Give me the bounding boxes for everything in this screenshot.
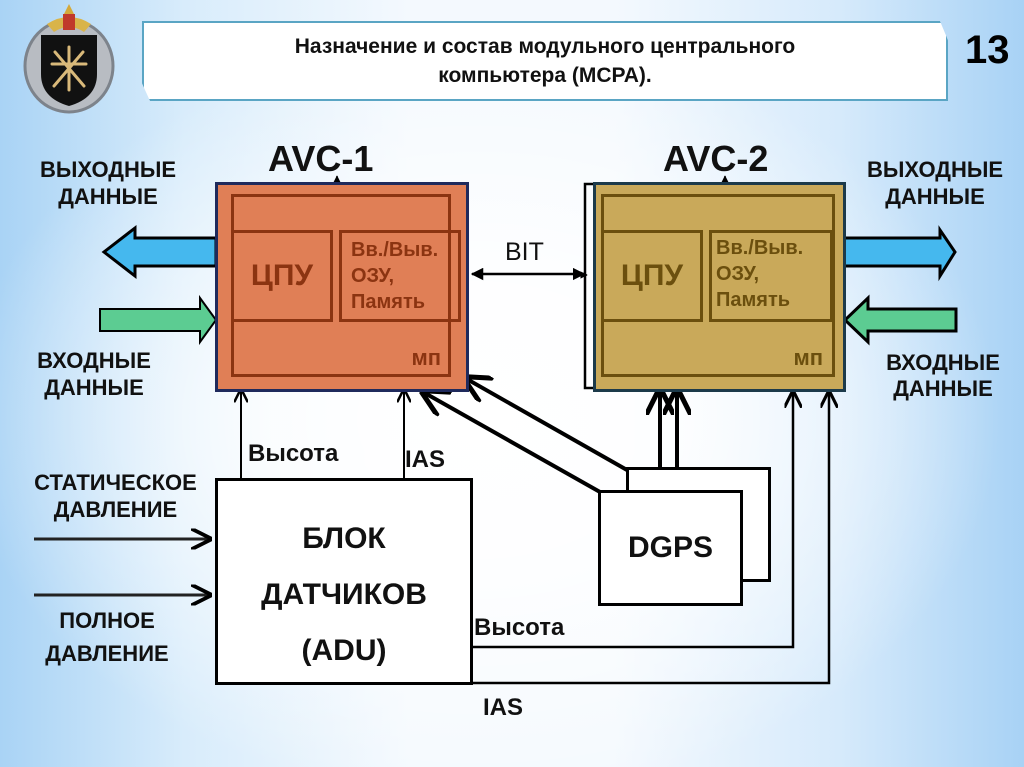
avc2-mp-label: мп — [793, 345, 823, 370]
avc2-io-block: Вв./Выв. ОЗУ, Память — [709, 230, 833, 322]
adu-altitude-to-avc2 — [471, 392, 793, 649]
military-emblem-icon — [14, 2, 124, 114]
slide-number: 13 — [965, 28, 1010, 72]
right-input-arrow — [842, 294, 958, 346]
ias-top-label: IAS — [405, 446, 446, 473]
right-output-line1: ВЫХОДНЫЕ — [866, 157, 1004, 182]
avc2-cpu-label: ЦПУ — [620, 259, 684, 292]
right-input-label: ВХОДНЫЕ ДАННЫЕ — [873, 350, 1013, 402]
left-input-line1: ВХОДНЫЕ — [37, 348, 151, 373]
title-line-1: Назначение и состав модульного центральн… — [294, 35, 796, 58]
dgps-to-avc1-line2 — [423, 392, 601, 494]
altitude-bottom-label: Высота — [474, 614, 565, 641]
avc1-title: AVC-1 — [268, 138, 374, 179]
adu-ias-to-avc2 — [471, 392, 829, 685]
full-pressure-line1: ПОЛНОЕ — [59, 608, 155, 633]
bit-label: BIT — [505, 238, 544, 266]
left-input-line2: ДАННЫЕ — [44, 375, 144, 400]
avc2-module: ЦПУ Вв./Выв. ОЗУ, Память мп — [593, 182, 846, 392]
dgps-label: DGPS — [627, 531, 714, 564]
right-input-line2: ДАННЫЕ — [893, 376, 993, 401]
static-pressure-line1: СТАТИЧЕСКОЕ — [34, 470, 197, 495]
avc1-cpu-label: ЦПУ — [250, 259, 314, 292]
static-pressure-label: СТАТИЧЕСКОЕ ДАВЛЕНИЕ — [18, 469, 213, 523]
slide-title-box: Назначение и состав модульного центральн… — [142, 21, 948, 101]
avc2-frame — [583, 182, 596, 390]
left-input-arrow — [99, 294, 218, 346]
full-pressure-label: ПОЛНОЕ ДАВЛЕНИЕ — [34, 604, 180, 670]
avc1-io-block: Вв./Выв. ОЗУ, Память — [339, 230, 461, 322]
avc1-ram-label: ОЗУ, — [351, 265, 395, 287]
left-output-label: ВЫХОДНЫЕ ДАННЫЕ — [24, 156, 192, 210]
right-output-arrow — [841, 225, 957, 282]
avc1-memory-label: Память — [351, 291, 426, 313]
avc2-memory-label: Память — [716, 289, 791, 311]
altitude-top-label: Высота — [248, 440, 339, 467]
static-pressure-line2: ДАВЛЕНИЕ — [53, 497, 178, 522]
right-input-line1: ВХОДНЫЕ — [886, 350, 1000, 375]
avc1-module: ЦПУ Вв./Выв. ОЗУ, Память мп — [215, 182, 469, 392]
slide-title: Назначение и состав модульного центральн… — [295, 32, 796, 90]
title-line-2: компьютера (МСРА). — [438, 64, 652, 87]
right-output-line2: ДАННЫЕ — [885, 184, 985, 209]
avc1-io-label: Вв./Выв. — [351, 239, 439, 261]
avc1-cpu-block: ЦПУ — [231, 230, 333, 322]
left-output-arrow — [101, 224, 218, 280]
adu-line2: ДАТЧИКОВ — [261, 578, 427, 611]
dgps-to-avc1-line1 — [465, 378, 628, 472]
adu-line3: (ADU) — [301, 634, 387, 667]
full-pressure-line2: ДАВЛЕНИЕ — [45, 641, 169, 666]
left-output-line2: ДАННЫЕ — [58, 184, 158, 209]
avc2-io-label: Вв./Выв. — [716, 237, 804, 259]
avc1-mp-label: мп — [411, 345, 441, 370]
avc2-ram-label: ОЗУ, — [716, 263, 760, 285]
avc2-title: AVC-2 — [663, 138, 769, 179]
avc2-cpu-block: ЦПУ — [601, 230, 703, 322]
adu-block: БЛОК ДАТЧИКОВ (ADU) — [215, 478, 473, 685]
ias-bottom-label: IAS — [483, 694, 524, 721]
right-output-label: ВЫХОДНЫЕ ДАННЫЕ — [850, 156, 1020, 210]
left-input-label: ВХОДНЫЕ ДАННЫЕ — [24, 347, 164, 401]
dgps-block: DGPS — [598, 490, 743, 606]
left-output-line1: ВЫХОДНЫЕ — [39, 157, 177, 182]
adu-line1: БЛОК — [302, 522, 386, 555]
